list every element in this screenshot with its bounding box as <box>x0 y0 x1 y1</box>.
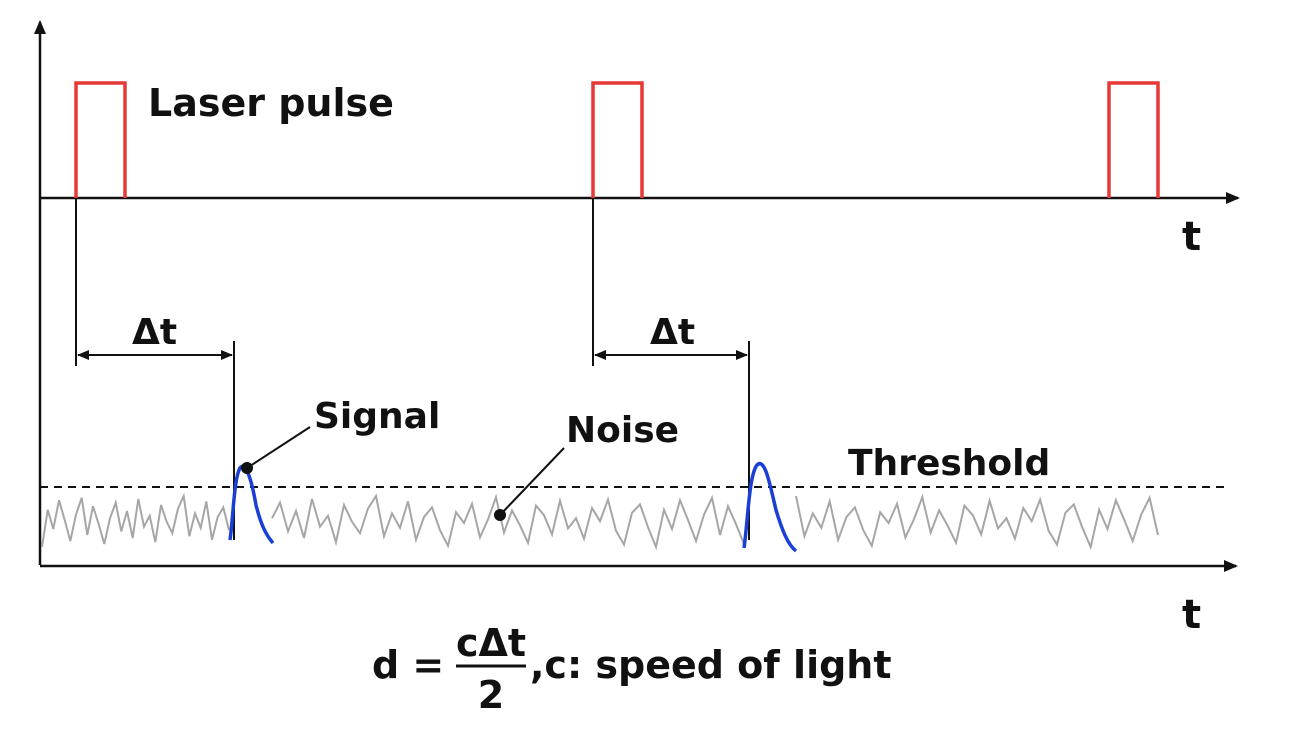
formula-denominator: 2 <box>478 673 504 717</box>
noise-trace-3 <box>795 493 1159 551</box>
signal-pulse-1 <box>228 464 275 545</box>
noise-trace-1 <box>41 492 230 548</box>
laser-pulse-3 <box>1107 81 1160 198</box>
formula-numerator: cΔt <box>456 621 526 665</box>
laser-pulse-label: Laser pulse <box>148 81 394 125</box>
delta-t-2-label: Δt <box>650 312 695 353</box>
signal-callout-line <box>246 426 311 469</box>
signal-label: Signal <box>314 396 440 437</box>
laser-pulse-1 <box>74 81 127 198</box>
signal-callout-dot <box>241 462 253 474</box>
formula-suffix: ,c: speed of light <box>530 643 892 687</box>
laser-pulse-2 <box>591 81 644 198</box>
signal-pulse-2 <box>742 461 798 553</box>
noise-trace-2 <box>271 493 745 551</box>
time-axis-top-label: t <box>1182 214 1201 260</box>
noise-callout-line <box>499 447 565 516</box>
noise-callout-dot <box>494 509 506 521</box>
noise-label: Noise <box>566 410 679 451</box>
time-axis-bottom-label: t <box>1182 592 1201 638</box>
formula-lhs: d = <box>372 643 444 687</box>
threshold-label: Threshold <box>848 443 1050 484</box>
delta-t-1-label: Δt <box>132 312 177 353</box>
